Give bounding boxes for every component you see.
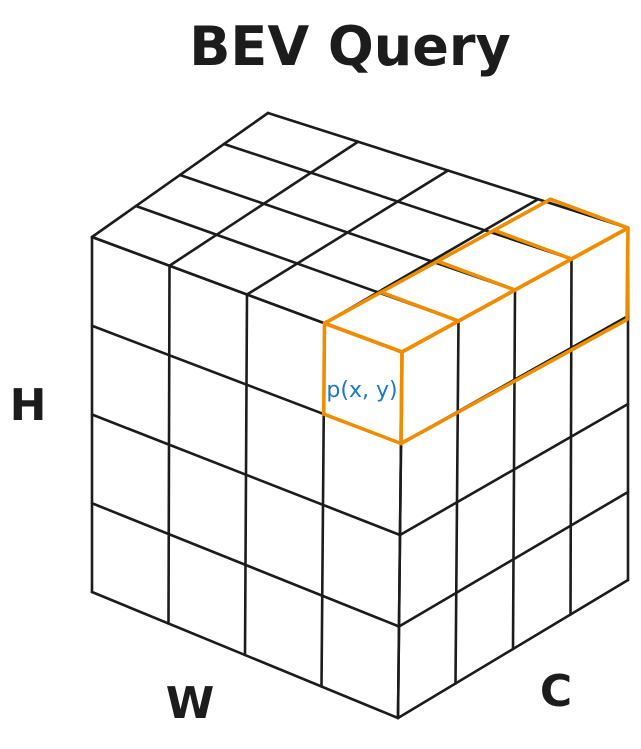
front-horizontal-line (90, 501, 401, 628)
front-horizontal-line (90, 590, 400, 720)
axis-label-channel: C (540, 666, 572, 717)
cube-side-face (396, 226, 630, 720)
top-width-line (222, 142, 573, 261)
pillar-depth-divider (435, 259, 517, 292)
axis-label-height: H (10, 380, 47, 431)
side-horizontal-line (397, 490, 630, 628)
axis-label-width: W (166, 678, 215, 729)
side-horizontal-line (398, 402, 630, 537)
query-point-label: p(x, y) (326, 378, 397, 403)
pillar-depth-divider (379, 290, 461, 323)
cube-top-face (90, 111, 630, 354)
top-width-line (266, 111, 630, 230)
diagram-title: BEV Query (189, 15, 510, 78)
highlighted-query-pillar (321, 197, 630, 446)
pillar-side-face (399, 226, 630, 446)
pillar-depth-divider (492, 228, 574, 261)
side-horizontal-line (396, 578, 630, 720)
front-horizontal-line (90, 413, 402, 537)
cube-front-face (90, 235, 404, 720)
